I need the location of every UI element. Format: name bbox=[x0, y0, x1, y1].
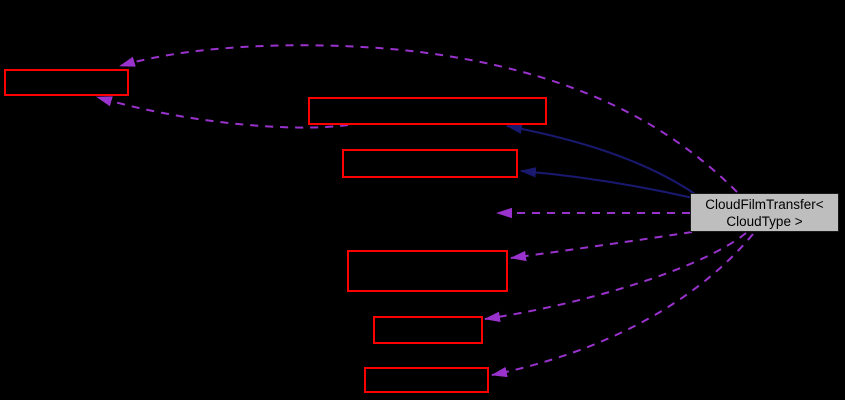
base-class-node-lower[interactable] bbox=[342, 149, 518, 178]
base-class-node-upper[interactable] bbox=[308, 97, 547, 125]
inheritance-edge-main-to-lower-base bbox=[520, 167, 694, 199]
nodes-layer bbox=[4, 69, 547, 393]
usage-edge-upper-base-to-top-left bbox=[96, 96, 349, 129]
main-node-label-line1: CloudFilmTransfer< bbox=[705, 196, 824, 212]
usage-edge-main-to-top-left-upper bbox=[119, 44, 738, 193]
usage-edge-main-to-member-large bbox=[510, 231, 693, 262]
member-class-node-small[interactable] bbox=[373, 316, 483, 344]
edges-layer bbox=[96, 44, 754, 378]
usage-edge-main-to-member-bottom bbox=[491, 233, 754, 378]
usage-edge-main-to-member-small bbox=[484, 232, 747, 322]
member-class-node-large[interactable] bbox=[347, 250, 508, 292]
related-class-node-top-left[interactable] bbox=[4, 69, 129, 96]
inheritance-edge-main-to-upper-base bbox=[506, 123, 696, 195]
member-class-node-bottom[interactable] bbox=[364, 367, 489, 393]
main-node-label-line2: CloudType > bbox=[726, 213, 803, 229]
main-node: CloudFilmTransfer< CloudType > bbox=[690, 193, 839, 232]
